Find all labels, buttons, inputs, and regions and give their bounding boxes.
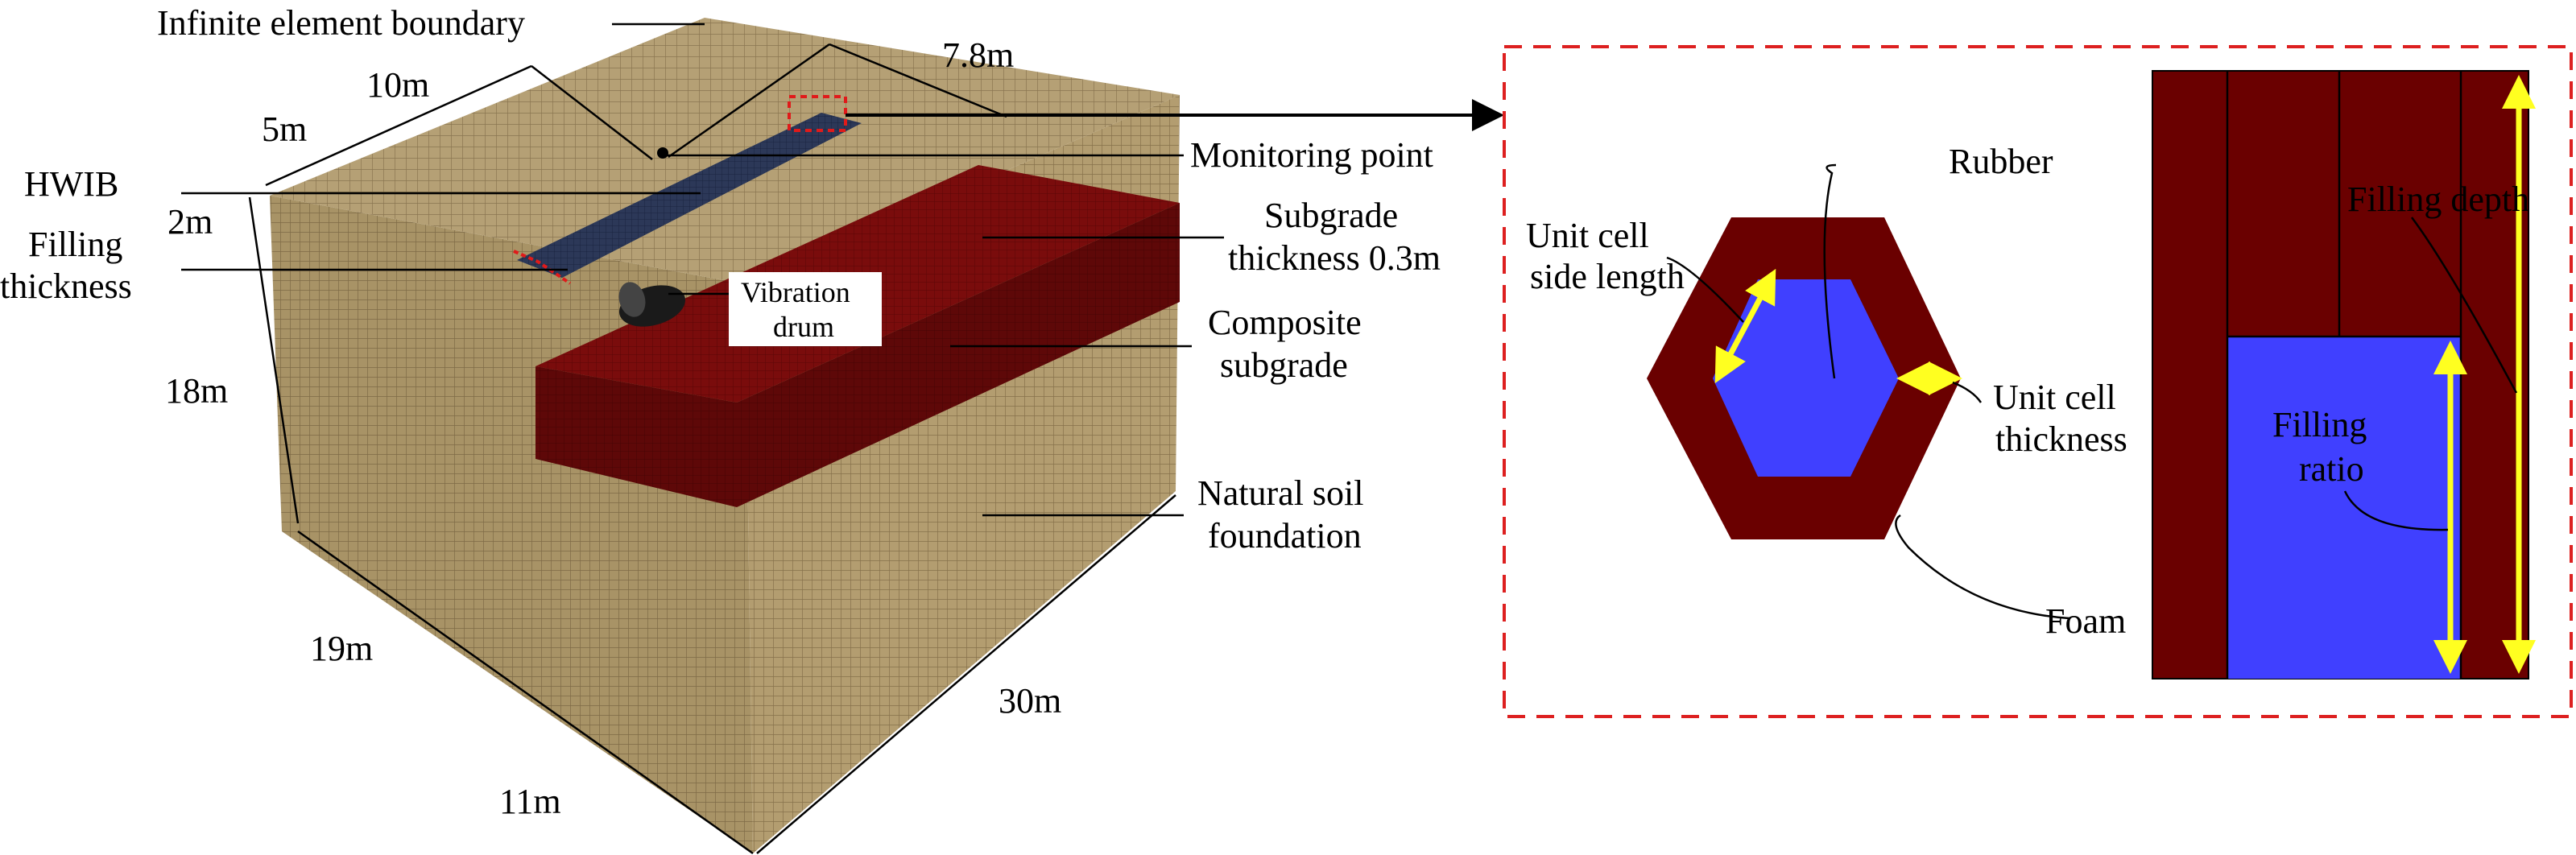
label-11m: 11m: [499, 782, 561, 821]
hexagon-leader-lines: [1666, 163, 2070, 620]
composite-subgrade-side: [737, 203, 1180, 507]
leader-lines: [181, 23, 1224, 517]
label-vibration-drum-line2: drum: [773, 311, 834, 343]
label-filling-thickness-line2: thickness: [0, 266, 132, 306]
label-monitoring-point: Monitoring point: [1190, 135, 1433, 175]
monitoring-point-dot: [657, 147, 668, 159]
section-rubber-fill: [2227, 337, 2461, 679]
label-subgrade-thickness-line2: thickness 0.3m: [1228, 238, 1441, 278]
vibration-drum-shape: [618, 282, 686, 327]
label-vibration-drum-line1: Vibration: [741, 276, 850, 308]
filling-section: [2152, 70, 2536, 679]
hexagon-unit-cell: [1647, 217, 1962, 539]
detail-frame: [1503, 45, 2573, 718]
box-top-face: [270, 18, 1180, 284]
label-filling-depth: Filling depth: [2347, 180, 2529, 219]
label-subgrade-thickness-line1: Subgrade: [1264, 196, 1398, 235]
label-infinite-boundary: Infinite element boundary: [157, 3, 525, 43]
label-18m: 18m: [165, 371, 228, 411]
hwib-trench: [517, 113, 862, 278]
label-composite-subgrade-line2: subgrade: [1220, 345, 1348, 385]
label-unit-cell-side-line2: side length: [1530, 257, 1685, 296]
section-leader-lines: [2343, 217, 2518, 531]
label-7-8m: 7.8m: [942, 35, 1014, 75]
label-unit-cell-thickness-line2: thickness: [1995, 419, 2127, 459]
label-10m: 10m: [366, 65, 429, 105]
label-composite-subgrade-line1: Composite: [1208, 303, 1362, 342]
label-natural-soil-line2: foundation: [1208, 516, 1362, 556]
label-19m: 19m: [310, 629, 373, 668]
label-unit-cell-thickness-line1: Unit cell: [1993, 378, 2116, 417]
model-3d: [181, 18, 1504, 855]
label-hwib: HWIB: [24, 164, 118, 204]
label-2m: 2m: [167, 202, 213, 242]
label-filling-thickness-line1: Filling: [28, 225, 122, 264]
label-5m: 5m: [262, 109, 307, 149]
dimension-lines: [248, 43, 1176, 855]
filling-thickness-mark: [513, 250, 572, 285]
side-length-arrow: [1714, 268, 1776, 384]
label-natural-soil-line1: Natural soil: [1197, 473, 1364, 513]
label-filling-ratio-line2: ratio: [2299, 449, 2364, 489]
vibration-drum-label-box: [729, 272, 882, 346]
composite-subgrade-front: [535, 366, 737, 507]
label-30m: 30m: [999, 681, 1061, 721]
label-foam: Foam: [2045, 601, 2126, 641]
label-rubber: Rubber: [1949, 142, 2053, 181]
label-filling-ratio-line1: Filling: [2272, 405, 2367, 444]
label-unit-cell-side-line1: Unit cell: [1526, 216, 1649, 255]
